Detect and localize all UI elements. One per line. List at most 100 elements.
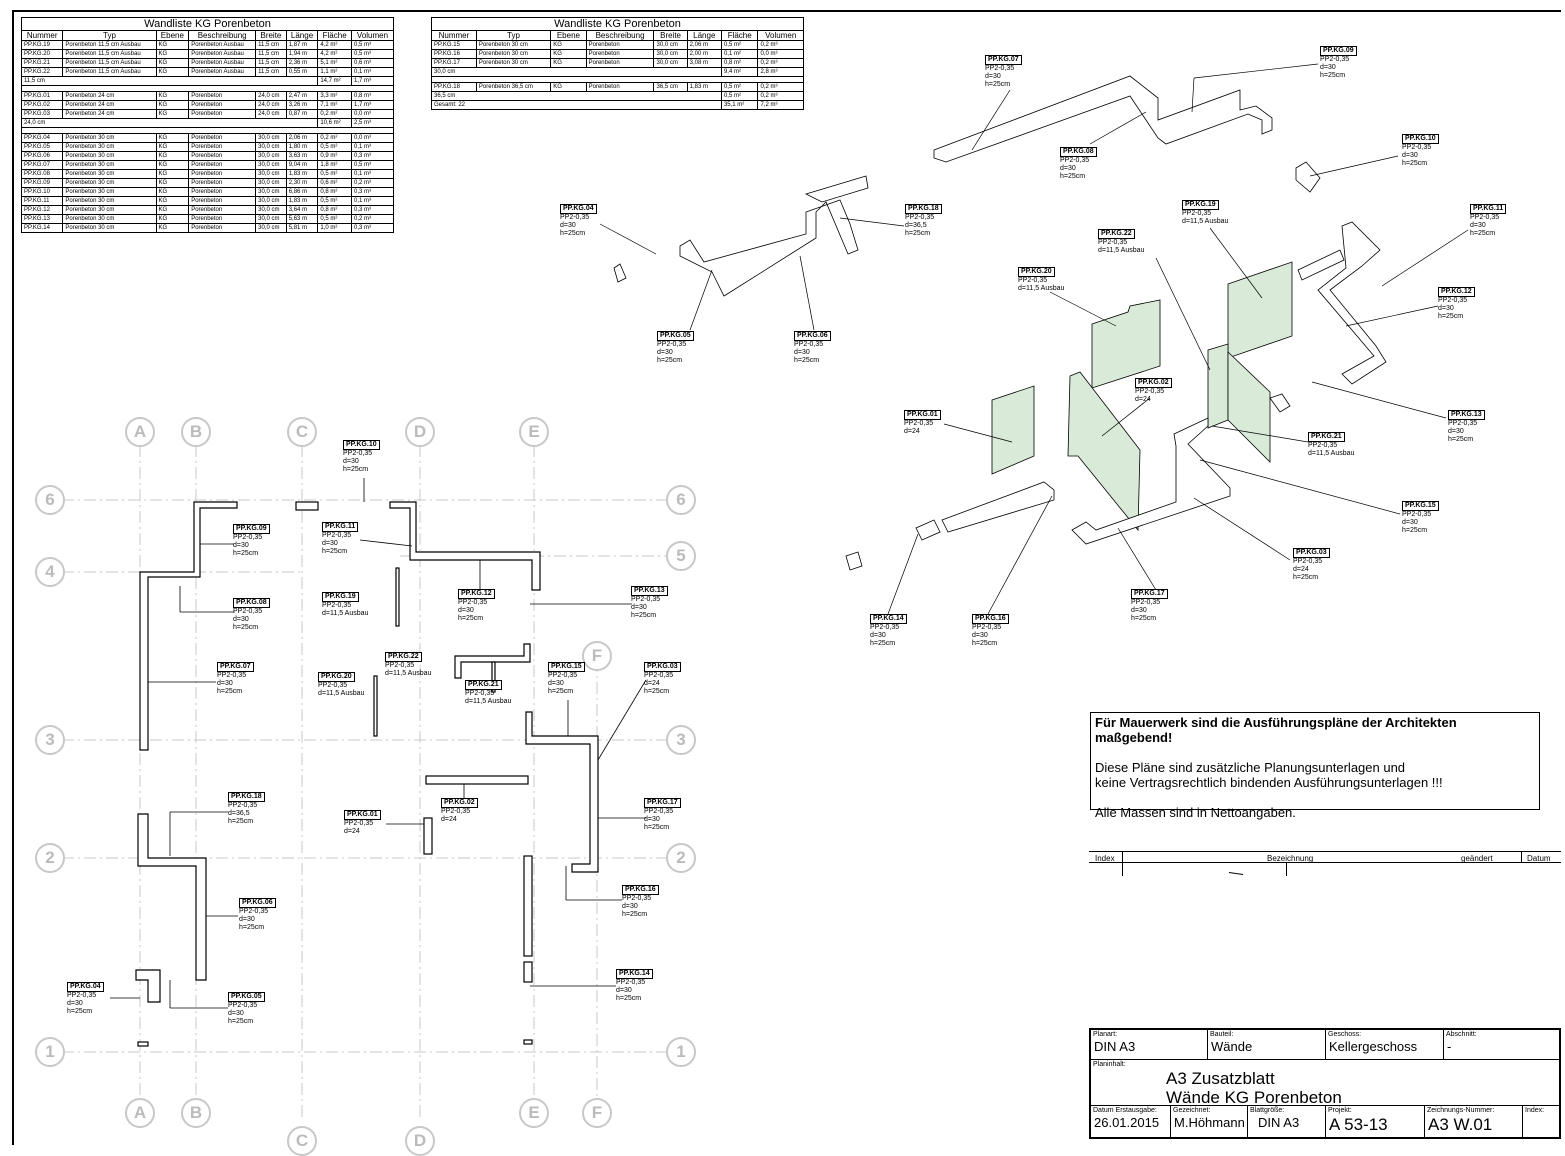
table-cell: Porenbeton (188, 223, 257, 233)
geaendert-header: geändert (1461, 854, 1493, 863)
wall-tag-line: PP2-0,35 (794, 341, 824, 348)
wall-tag-line: d=24 (644, 680, 660, 687)
wall-tag-id: PP.KG.15 (548, 662, 585, 672)
wall-tag-line: PP2-0,35 (1402, 144, 1432, 151)
wall-tag-line: PP2-0,35 (1098, 239, 1128, 246)
grid-axis-bubble: A (125, 1098, 155, 1128)
wall-tag-line: PP2-0,35 (344, 820, 374, 827)
wall-tag-id: PP.KG.10 (1402, 134, 1439, 144)
wall-tag-line: h=25cm (1448, 436, 1474, 443)
wall-tag-line: h=25cm (644, 824, 670, 831)
wall-tag-line: h=25cm (322, 548, 348, 555)
wall-tag-id: PP.KG.10 (343, 440, 380, 450)
wall-tag-line: PP2-0,35 (560, 214, 590, 221)
wall-tag-id: PP.KG.04 (560, 204, 597, 214)
wall-tag-id: PP.KG.02 (441, 798, 478, 808)
table-cell: PP.KG.14 (20, 223, 64, 233)
wall-tag-line: PP2-0,35 (1308, 442, 1338, 449)
blattgroesse-label: Blattgröße: (1250, 1107, 1285, 1114)
wall-tag-line: d=30 (67, 1000, 83, 1007)
wall-tag-line: PP2-0,35 (985, 65, 1015, 72)
wall-tag-line: d=30 (657, 349, 673, 356)
projekt-label: Projekt: (1328, 1107, 1352, 1114)
wall-tag-line: h=25cm (1402, 160, 1428, 167)
wall-tag-line: h=25cm (548, 688, 574, 695)
wall-tag-line: d=11,5 Ausbau (318, 690, 365, 697)
grid-axis-bubble: D (405, 417, 435, 447)
notice-line: Diese Pläne sind zusätzliche Planungsunt… (1095, 760, 1406, 775)
wall-tag-line: PP2-0,35 (465, 690, 495, 697)
wall-tag-id: PP.KG.19 (1182, 200, 1219, 210)
wall-tag-line: d=30 (1320, 64, 1336, 71)
wall-tag-line: PP2-0,35 (233, 534, 263, 541)
wall-tag-line: PP2-0,35 (904, 420, 934, 427)
datum-value: 26.01.2015 (1094, 1115, 1160, 1130)
datum-cell: Datum Erstausgabe: 26.01.2015 (1091, 1106, 1171, 1137)
wall-tag-line: PP2-0,35 (318, 682, 348, 689)
wall-tag-id: PP.KG.16 (972, 614, 1009, 624)
wall-tag-line: d=30 (622, 903, 638, 910)
wall-tag-line: d=11,5 Ausbau (1098, 247, 1145, 254)
zeichnungsnummer-cell: Zeichnungs-Nummer: A3 W.01 (1425, 1106, 1523, 1137)
grid-axis-bubble: F (582, 641, 612, 671)
wall-tag-line: d=11,5 Ausbau (385, 670, 432, 677)
geschoss-cell: Geschoss: Kellergeschoss (1326, 1030, 1444, 1060)
wall-tag-line: PP2-0,35 (233, 608, 263, 615)
subtotal-volume: 7,2 m³ (757, 100, 804, 110)
wall-tag-id: PP.KG.20 (1018, 267, 1055, 277)
wall-tag-id: PP.KG.05 (657, 331, 694, 341)
revision-index-table: Index Bezeichnung geändert Datum (1089, 851, 1561, 876)
projekt-value: A 53-13 (1329, 1115, 1388, 1134)
notice-box: Für Mauerwerk sind die Ausführungspläne … (1090, 712, 1540, 820)
wall-tag-id: PP.KG.07 (985, 55, 1022, 65)
index-label: Index: (1525, 1107, 1545, 1114)
wall-tag-line: h=25cm (905, 230, 931, 237)
wall-tag-line: d=30 (1448, 428, 1464, 435)
datum-header: Datum (1527, 854, 1551, 863)
wall-tag-line: PP2-0,35 (905, 214, 935, 221)
grid-axis-bubble: D (405, 1126, 435, 1156)
planart-cell: Planart: DIN A3 (1091, 1030, 1208, 1060)
wall-tag-line: h=25cm (239, 924, 265, 931)
blattgroesse-value: DIN A3 (1258, 1115, 1300, 1130)
wall-tag-line: PP2-0,35 (322, 602, 352, 609)
wall-tag-line: d=30 (972, 632, 988, 639)
blattgroesse-cell: Blattgröße: DIN A3 (1248, 1106, 1326, 1137)
wall-tag-line: h=25cm (616, 995, 642, 1002)
wall-tag-line: PP2-0,35 (1060, 157, 1090, 164)
grid-axis-bubble: 1 (666, 1037, 696, 1067)
wall-tag-line: d=36,5 (228, 810, 250, 817)
wall-tag-id: PP.KG.01 (344, 810, 381, 820)
plan-leaders (110, 478, 647, 1009)
iso-leaders (599, 63, 1469, 615)
wall-tag-line: h=25cm (560, 230, 586, 237)
wall-tag-line: PP2-0,35 (343, 450, 373, 457)
gezeichnet-cell: Gezeichnet: M.Höhmann (1171, 1106, 1248, 1137)
planinhalt-cell: Planinhalt: A3 Zusatzblatt Wände KG Pore… (1091, 1060, 1559, 1107)
gezeichnet-value: M.Höhmann (1174, 1115, 1245, 1130)
